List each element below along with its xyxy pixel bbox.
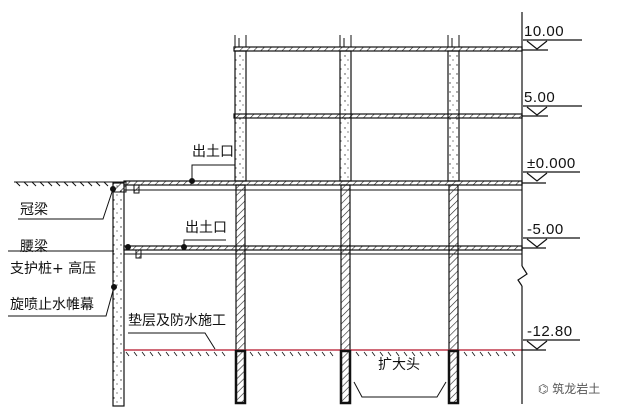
elevation-minus-12-8: -12.80 bbox=[527, 323, 573, 340]
ground-surface bbox=[14, 181, 114, 187]
elevation-10: 10.00 bbox=[524, 23, 565, 40]
crown-beam-label: 冠梁 bbox=[20, 202, 48, 218]
muck-exit-lower-label: 出土口 bbox=[185, 220, 227, 236]
elevation-0: ±0.000 bbox=[527, 155, 576, 172]
leader-lines bbox=[8, 164, 235, 350]
cushion-waterproof-label: 垫层及防水施工 bbox=[128, 313, 226, 329]
elevation-minus-5: -5.00 bbox=[527, 221, 564, 238]
elevation-5: 5.00 bbox=[524, 89, 556, 106]
support-pile bbox=[112, 181, 127, 407]
support-pile-label-2: 旋喷止水帷幕 bbox=[10, 297, 94, 313]
watermark: ⌬ 筑龙岩土 bbox=[538, 382, 601, 396]
columns-upper bbox=[234, 50, 460, 182]
elevation-axis bbox=[517, 12, 582, 404]
watermark-icon: ⌬ bbox=[538, 382, 553, 396]
enlarged-head-leader bbox=[353, 381, 447, 398]
column-rebar-tops bbox=[234, 35, 460, 47]
foundation-piles bbox=[234, 349, 460, 405]
slabs bbox=[123, 46, 523, 251]
base-line bbox=[124, 349, 522, 357]
enlarged-head-label: 扩大头 bbox=[378, 357, 420, 373]
support-pile-label-1: 支护桩+ 高压 bbox=[10, 261, 97, 277]
columns-lower bbox=[235, 184, 459, 352]
waist-beam-label: 腰梁 bbox=[20, 239, 48, 255]
muck-exit-upper-label: 出土口 bbox=[192, 144, 234, 160]
